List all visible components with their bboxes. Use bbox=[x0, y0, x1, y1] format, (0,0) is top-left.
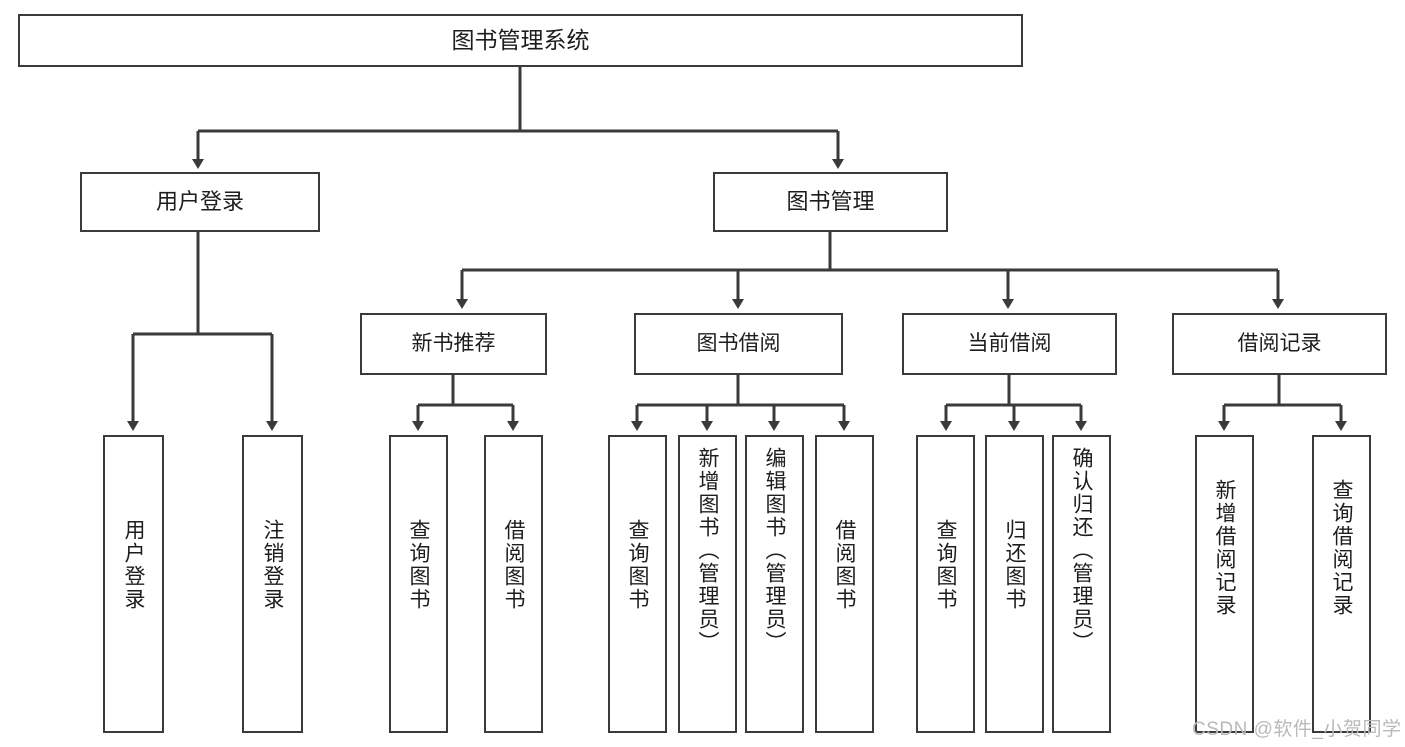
node-label: 图书管理系统 bbox=[451, 27, 590, 54]
node-label: 借阅图书 bbox=[833, 519, 856, 611]
node-label: 归还图书 bbox=[1003, 519, 1026, 611]
leaf-query-book-1[interactable]: 查询图书 bbox=[389, 435, 448, 733]
node-label: 当前借阅 bbox=[967, 331, 1052, 355]
leaf-return-book[interactable]: 归还图书 bbox=[985, 435, 1044, 733]
node-label: 查询图书 bbox=[934, 519, 957, 611]
leaf-borrow-book-1[interactable]: 借阅图书 bbox=[484, 435, 543, 733]
leaf-query-borrow-record[interactable]: 查询借阅记录 bbox=[1312, 435, 1371, 733]
node-label: 查询借阅记录 bbox=[1330, 479, 1353, 617]
leaf-user-login[interactable]: 用户登录 bbox=[103, 435, 164, 733]
node-book-management[interactable]: 图书管理 bbox=[713, 172, 948, 232]
node-new-book-recommend[interactable]: 新书推荐 bbox=[360, 313, 547, 375]
node-label: 新增图书（管理员） bbox=[696, 447, 719, 654]
leaf-edit-book[interactable]: 编辑图书（管理员） bbox=[745, 435, 804, 733]
node-label: 新书推荐 bbox=[411, 331, 496, 355]
node-label: 查询图书 bbox=[407, 519, 430, 611]
leaf-query-book-2[interactable]: 查询图书 bbox=[608, 435, 667, 733]
node-label: 注销登录 bbox=[261, 519, 284, 611]
node-label: 用户登录 bbox=[122, 519, 145, 611]
node-label: 新增借阅记录 bbox=[1213, 479, 1236, 617]
node-label: 图书管理 bbox=[786, 189, 875, 215]
leaf-user-logout[interactable]: 注销登录 bbox=[242, 435, 303, 733]
leaf-borrow-book-2[interactable]: 借阅图书 bbox=[815, 435, 874, 733]
node-root-system[interactable]: 图书管理系统 bbox=[18, 14, 1023, 67]
node-label: 用户登录 bbox=[155, 189, 244, 215]
node-book-borrow[interactable]: 图书借阅 bbox=[634, 313, 843, 375]
watermark-text: CSDN @软件_小贺同学 bbox=[1192, 719, 1402, 740]
node-label: 确认归还（管理员） bbox=[1070, 447, 1093, 654]
node-label: 查询图书 bbox=[626, 519, 649, 611]
leaf-query-book-3[interactable]: 查询图书 bbox=[916, 435, 975, 733]
node-label: 借阅图书 bbox=[502, 519, 525, 611]
node-label: 编辑图书（管理员） bbox=[763, 447, 786, 654]
node-borrow-record[interactable]: 借阅记录 bbox=[1172, 313, 1387, 375]
node-user-login[interactable]: 用户登录 bbox=[80, 172, 320, 232]
leaf-add-borrow-record[interactable]: 新增借阅记录 bbox=[1195, 435, 1254, 733]
node-label: 借阅记录 bbox=[1237, 331, 1322, 355]
node-label: 图书借阅 bbox=[696, 331, 781, 355]
leaf-add-book[interactable]: 新增图书（管理员） bbox=[678, 435, 737, 733]
leaf-confirm-return[interactable]: 确认归还（管理员） bbox=[1052, 435, 1111, 733]
node-current-borrow[interactable]: 当前借阅 bbox=[902, 313, 1117, 375]
